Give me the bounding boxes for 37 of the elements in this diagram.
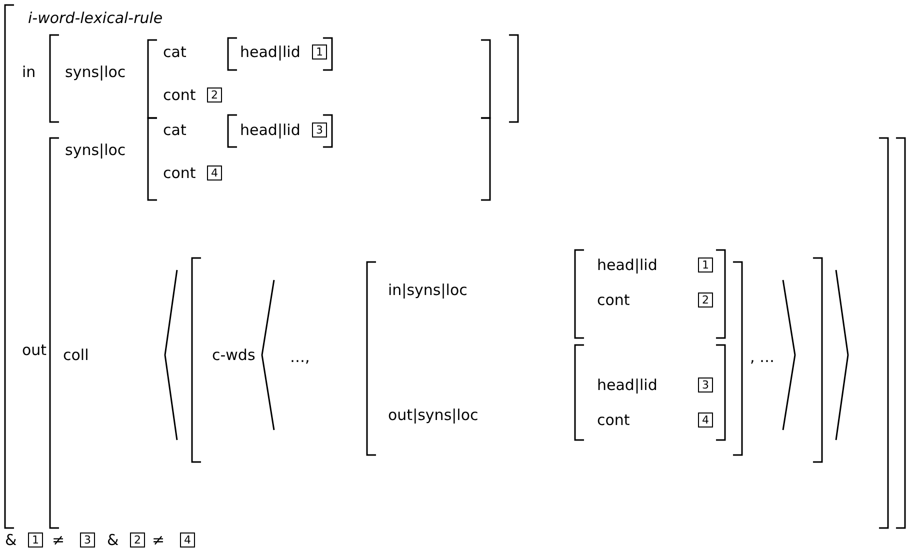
type-label: i-word-lexical-rule: [28, 10, 163, 26]
feature-label: coll: [63, 346, 89, 364]
tag-number: 4: [207, 166, 222, 180]
feature-label: syns|loc: [65, 142, 126, 158]
feature-label: head|lid: [240, 44, 300, 60]
list-ellipsis: …,: [290, 348, 310, 366]
list-ellipsis: , …: [750, 348, 775, 366]
tag-number: 1: [312, 44, 327, 60]
feature-label: cat: [163, 44, 186, 60]
feature-label: syns|loc: [65, 64, 126, 80]
tag-number: 1: [698, 258, 713, 272]
feature-label: out: [22, 342, 47, 358]
feature-label: cont: [597, 412, 630, 428]
feature-label: head|lid: [597, 256, 658, 274]
tag-number: 2: [698, 292, 713, 308]
tag-number: 3: [312, 122, 327, 138]
conjunction-sign: &: [107, 532, 119, 548]
feature-label: in: [22, 64, 36, 80]
tag-number: 4: [180, 532, 195, 548]
feature-label: cat: [163, 122, 186, 138]
tag-number: 3: [80, 532, 95, 548]
feature-label: cont: [597, 292, 630, 308]
feature-label: head|lid: [240, 122, 300, 138]
feature-label: c-wds: [212, 346, 256, 364]
tag-number: 2: [130, 532, 145, 548]
inequality-sign: ≠: [152, 532, 165, 548]
tag-number: 3: [698, 378, 713, 392]
tag-number: 4: [698, 412, 713, 428]
feature-label: cont: [163, 164, 196, 182]
tag-number: 1: [28, 532, 43, 548]
feature-label: head|lid: [597, 376, 658, 394]
inequality-sign: ≠: [52, 532, 65, 548]
feature-label: in|syns|loc: [388, 282, 468, 298]
feature-label: cont: [163, 86, 196, 104]
feature-label: out|syns|loc: [388, 406, 478, 424]
conjunction-sign: &: [5, 532, 17, 548]
tag-number: 2: [207, 88, 222, 102]
